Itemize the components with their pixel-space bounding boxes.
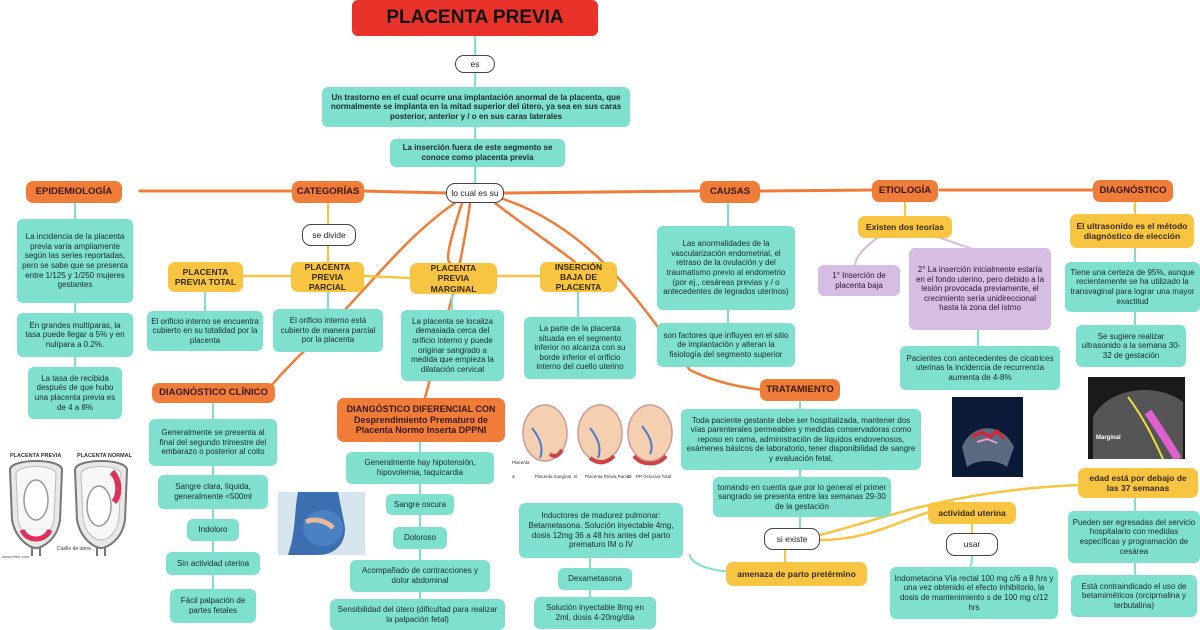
ultrasound-marginal-icon <box>1088 377 1185 459</box>
diferencial-item-1: Generalmente hay hipotensión, hipovolemi… <box>346 452 494 484</box>
causas-desc: Las anormalidades de la vascularización … <box>657 226 795 310</box>
epidemiologia-item-2: En grandes multíparas, la tasa puede lle… <box>17 313 133 357</box>
diferencial-item-4: Acompañado de contracciones y dolor abdo… <box>350 560 490 592</box>
image-label-normal: PLACENTA NORMAL <box>77 453 132 459</box>
center-link: lo cual es su <box>446 183 504 203</box>
diferencial-item-2: Sangre oscura <box>386 494 454 515</box>
categorias-node: CATEGORÍAS <box>292 181 364 203</box>
epidemiologia-item-1: La incidencia de la placenta previa varí… <box>17 219 133 303</box>
ultrasound-icon <box>952 397 1023 477</box>
types-label-3: PP Oclusiva Total <box>636 474 672 479</box>
types-letter-c: C <box>627 474 631 479</box>
image-credit: www.bebe.com <box>2 554 30 559</box>
inductores-node: Inductores de madurez pulmonar: Betameta… <box>519 503 683 558</box>
categoria-baja: INSERCIÓN BAJA DE PLACENTA <box>540 262 617 292</box>
placenta-types-icon <box>522 404 673 466</box>
clinico-item-2: Sangre clara, líquida, generalmente <500… <box>158 475 268 509</box>
tratamiento-node: TRATAMIENTO <box>760 379 840 401</box>
insertion-node: La inserción fuera de este segmento se c… <box>390 139 565 167</box>
indometacina-node: Indometacina Vía rectal 100 mg c/6 a 8 h… <box>890 567 1058 619</box>
pregnant-woman-icon <box>278 492 365 555</box>
epidemiologia-node: EPIDEMIOLOGÍA <box>26 181 122 203</box>
link-es: es <box>455 55 495 73</box>
categoria-marginal-desc: La placenta se localiza demasiada cerca … <box>401 310 504 381</box>
ultrasound-image-1 <box>952 397 1023 477</box>
diferencial-item-3: Doloroso <box>393 527 447 549</box>
teorias-node: Existen dos teorías <box>858 216 952 238</box>
clinico-item-4: Sin actividad uterina <box>166 552 260 575</box>
solucion-node: Solución inyectable 8mg en 2ml, dosis 4-… <box>534 597 656 629</box>
diagnostico-clinico-node: DIAGNÓSTICO CLÍNICO <box>152 383 275 403</box>
types-label-1: Placenta marginal <box>535 474 572 479</box>
image-label-previa: PLACENTA PREVIA <box>10 453 62 459</box>
actividad-node: actividad uterina <box>928 502 1016 524</box>
cicatrices-node: Pacientes con antecedentes de cicatrices… <box>900 346 1060 390</box>
types-letter-b: B <box>574 474 578 479</box>
ultrasonido-node: El ultrasonido es el método diagnóstico … <box>1070 214 1194 248</box>
tomando-node: tomando en cuenta que por lo general el … <box>713 477 891 517</box>
categoria-parcial: PLACENTA PREVIA PARCIAL <box>291 262 364 292</box>
etiologia-node: ETIOLOGÍA <box>872 180 938 202</box>
image-label-cuello: Cuello de útero <box>57 546 91 552</box>
uterus-icon <box>8 460 129 556</box>
types-label-2: Placenta Previa Parcial <box>585 474 632 479</box>
us-label: Marginal <box>1096 435 1121 441</box>
definition-node: Un trastorno en el cual ocurre una impla… <box>322 87 630 127</box>
causas-node: CAUSAS <box>700 181 760 203</box>
epidemiologia-item-3: La tasa de recibida después de que hubo … <box>28 367 122 419</box>
teoria-1: 1° Inserción de placenta baja <box>818 265 900 296</box>
link-usar: usar <box>946 533 998 556</box>
categoria-baja-desc: La parte de la placenta situada en el se… <box>524 317 636 379</box>
clinico-item-3: Indoloro <box>187 519 239 541</box>
edad-node: edad está por debajo de las 37 semanas <box>1078 468 1198 498</box>
hospital-node: Toda paciente gestante debe ser hospital… <box>681 409 921 470</box>
clinico-item-1: Generalmente se presenta al final del se… <box>149 419 277 466</box>
categoria-total: PLACENTA PREVIA TOTAL <box>168 262 243 292</box>
causas-factores: son factores que influyen en el sitio de… <box>657 323 795 367</box>
ultrasound-image-2: Marginal <box>1088 377 1185 459</box>
diferencial-node: DIANGÓSTICO DIFERENCIAL CON Desprendimie… <box>337 398 505 442</box>
dexametasona-node: Dexametasona <box>558 568 632 590</box>
placenta-types-image: Placenta A Placenta marginal B Placenta … <box>510 398 675 482</box>
categoria-marginal: PLACENTA PREVIA MARGINAL <box>410 263 497 294</box>
placenta-comparison-image: PLACENTA PREVIA PLACENTA NORMAL Cuello d… <box>2 450 137 562</box>
categoria-parcial-desc: El orificio interno está cubierto de man… <box>273 309 383 352</box>
page-title: PLACENTA PREVIA <box>352 0 598 36</box>
types-label-0: Placenta <box>512 460 530 465</box>
types-letter-a: A <box>512 474 516 479</box>
pregnant-woman-image <box>278 492 365 555</box>
contraindicado-node: Está contraindicado el uso de betamiméti… <box>1071 575 1197 617</box>
semana-node: Se sugiere realizar ultrasonido a la sem… <box>1076 325 1186 367</box>
certeza-node: Tiene una certeza de 95%, aunque recient… <box>1065 262 1200 312</box>
link-si-existe: si existe <box>764 528 820 550</box>
amenaza-node: amenaza de parto pretérmino <box>726 562 867 586</box>
clinico-item-5: Fácil palpación de partes fetales <box>170 589 256 623</box>
link-se-divide: se divide <box>302 224 356 246</box>
teoria-2: 2° La inserción inicialmente estaría en … <box>909 248 1051 330</box>
categoria-total-desc: El orificio interno se encuentra cubiert… <box>147 311 263 351</box>
diagnostico-node: DIAGNÓSTICO <box>1093 180 1173 202</box>
egresadas-node: Pueden ser egresadas del servicio hospit… <box>1068 511 1200 563</box>
diferencial-item-5: Sensibilidad del útero (dificultad para … <box>330 599 505 630</box>
